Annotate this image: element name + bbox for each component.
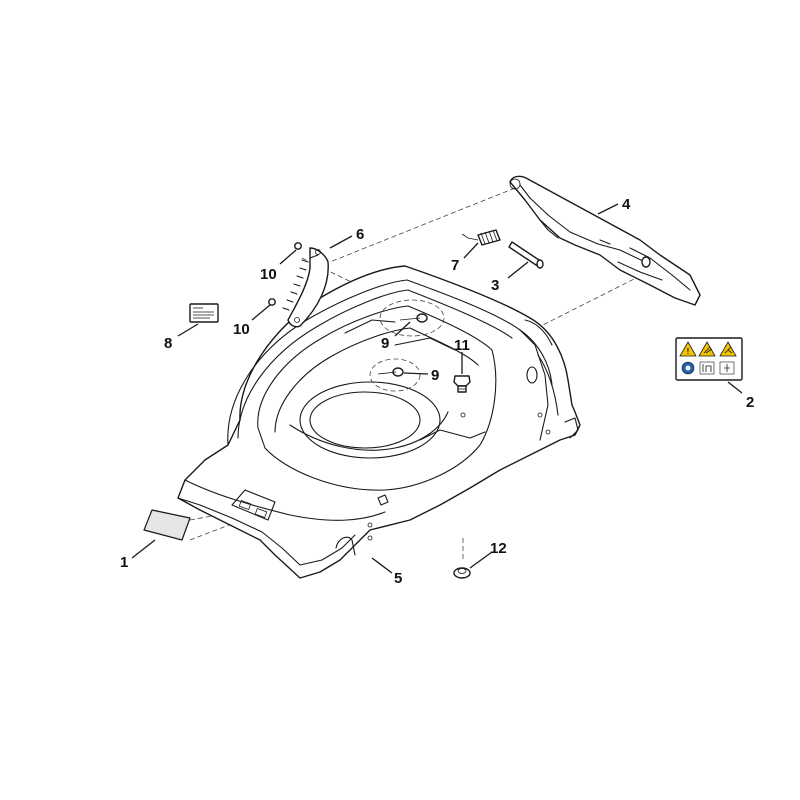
- rear-flap-4: [509, 175, 701, 306]
- mount-circles: [369, 299, 445, 392]
- leader-lines: [131, 203, 743, 574]
- warning-triangle-icon: [698, 341, 716, 357]
- label-sticker-8: [189, 303, 219, 323]
- callout-6: 6: [356, 226, 364, 243]
- callout-5: 5: [394, 570, 402, 587]
- screw-10a: [294, 242, 302, 250]
- callout-4: 4: [622, 196, 631, 213]
- nut-12: [453, 567, 471, 579]
- rod-3: [508, 241, 544, 269]
- screw-10b: [268, 298, 276, 306]
- callout-9b: 9: [431, 367, 439, 384]
- callout-10a: 10: [260, 266, 277, 283]
- callout-2: 2: [746, 394, 754, 411]
- callout-11: 11: [454, 337, 470, 354]
- height-adjuster-6: [282, 247, 329, 328]
- pin-9a: [399, 313, 428, 323]
- warning-triangle-icon: [679, 341, 697, 357]
- callout-1: 1: [120, 554, 128, 571]
- callout-8: 8: [164, 335, 172, 352]
- safety-decal-2: !: [675, 337, 743, 381]
- callout-3: 3: [491, 277, 499, 294]
- callout-12: 12: [490, 540, 507, 557]
- bolt-11: [453, 375, 471, 393]
- callout-10b: 10: [233, 321, 250, 338]
- label-sticker-1: [143, 509, 191, 541]
- svg-text:!: !: [687, 347, 690, 356]
- callout-labels: 1 2 3 4 5 6 7 8 9 9 10 10 11 12: [120, 196, 754, 587]
- mower-deck: [177, 265, 581, 579]
- spring-7: [461, 229, 501, 246]
- callout-7: 7: [451, 257, 459, 274]
- pin-9b: [377, 367, 404, 377]
- callout-9a: 9: [381, 335, 389, 352]
